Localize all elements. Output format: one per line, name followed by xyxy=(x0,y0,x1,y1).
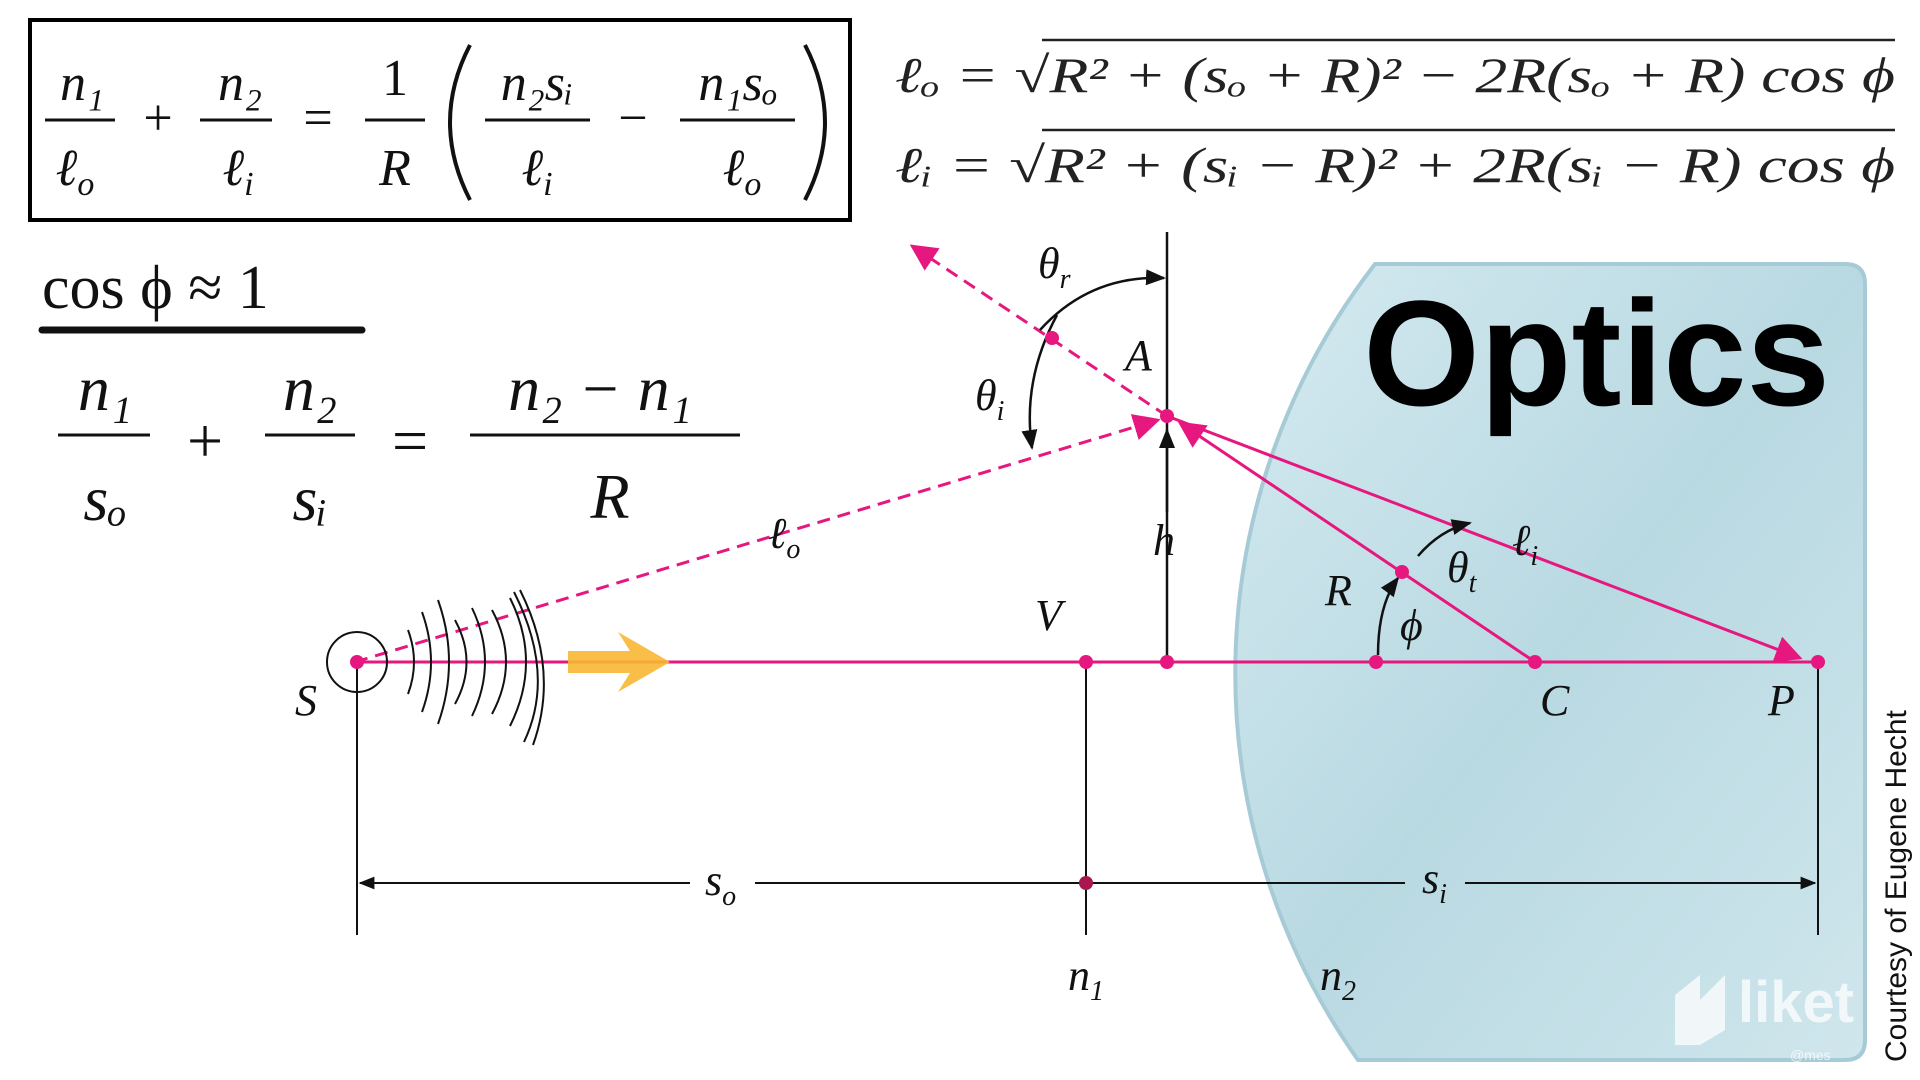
p-plus: + xyxy=(187,405,223,476)
frac2-den: ℓ xyxy=(222,140,244,197)
point-phi xyxy=(1369,655,1383,669)
svg-text:ℓo: ℓo xyxy=(56,140,95,203)
p-frac1-num: n₁ xyxy=(78,353,132,424)
theta-r-arc xyxy=(1039,269,1166,331)
point-P xyxy=(1811,655,1825,669)
theta-t-arc xyxy=(1417,519,1472,557)
boxed-formula: n₁ ℓo + n₂ ℓi = 1 R n₂sᵢ ℓi − n₁sₒ ℓo xyxy=(45,44,827,203)
label-R: R xyxy=(1324,566,1352,615)
label-V: V xyxy=(1035,591,1067,640)
label-lo: ℓ xyxy=(768,509,787,558)
label-si: s xyxy=(1422,854,1439,903)
label-theta-t: θ xyxy=(1447,543,1469,592)
svg-text:so: so xyxy=(705,856,736,912)
cos-approx: cos ϕ ≈ 1 xyxy=(42,254,269,322)
label-A: A xyxy=(1122,331,1153,380)
watermark-handle: @mes xyxy=(1790,1047,1831,1063)
p-frac3-num: n₂ − n₁ xyxy=(508,353,692,424)
label-so: s xyxy=(705,856,722,905)
equals-sign: = xyxy=(303,90,332,147)
watermark-text: liket xyxy=(1738,970,1854,1035)
svg-text:θt: θt xyxy=(1447,543,1478,599)
p-equals: = xyxy=(392,405,428,476)
slide-title: Optics xyxy=(1363,269,1830,437)
watermark-logo-icon xyxy=(1675,975,1725,1045)
label-li: ℓ xyxy=(1512,516,1531,565)
frac2-num: n₂ xyxy=(218,55,262,112)
frac4-den: ℓ xyxy=(521,140,543,197)
boxed-formula-frame xyxy=(28,18,852,222)
frac1-den: ℓ xyxy=(56,140,78,197)
lo-equation: ℓₒ = √R² + (sₒ + R)² − 2R(sₒ + R) cos ϕ xyxy=(895,47,1895,103)
label-C: C xyxy=(1540,676,1570,725)
point-radius xyxy=(1395,565,1409,579)
svg-text:ℓi: ℓi xyxy=(521,140,552,203)
radius-line xyxy=(1177,421,1536,664)
p-frac2-num: n₂ xyxy=(283,353,337,424)
svg-text:si: si xyxy=(1422,854,1447,910)
svg-text:ℓi: ℓi xyxy=(1512,516,1538,572)
point-foot xyxy=(1160,655,1174,669)
label-P: P xyxy=(1767,676,1795,725)
svg-text:ℓo: ℓo xyxy=(768,509,800,565)
svg-text:θr: θr xyxy=(1038,239,1071,295)
p-frac1-den: sₒ xyxy=(83,463,126,534)
frac3-num: 1 xyxy=(382,50,408,107)
frac3-den: R xyxy=(378,140,411,197)
theta-i-arc xyxy=(1021,314,1059,450)
paraxial-formula: n₁ sₒ + n₂ sᵢ = n₂ − n₁ R xyxy=(58,353,740,534)
reflected-ray xyxy=(909,244,1168,418)
phi-arc xyxy=(1376,576,1400,656)
minus-sign: − xyxy=(618,90,647,147)
svg-text:ℓo: ℓo xyxy=(723,140,762,203)
point-C xyxy=(1528,655,1542,669)
frac1-num: n₁ xyxy=(60,55,104,112)
svg-text:ℓi: ℓi xyxy=(222,140,253,203)
svg-text:n1: n1 xyxy=(1068,951,1104,1007)
label-theta-r: θ xyxy=(1038,239,1060,288)
frac4-num: n₂sᵢ xyxy=(501,55,574,112)
p-frac2-den: sᵢ xyxy=(292,463,327,534)
label-h: h xyxy=(1153,516,1175,565)
label-n1: n xyxy=(1068,951,1090,1000)
point-V xyxy=(1079,655,1093,669)
svg-text:n2: n2 xyxy=(1320,951,1356,1007)
svg-text:θi: θi xyxy=(975,371,1004,427)
point-A xyxy=(1160,409,1174,423)
ray-diagram xyxy=(326,232,1825,935)
point-reflect xyxy=(1045,331,1059,345)
label-S: S xyxy=(295,676,317,725)
propagation-arrow xyxy=(568,632,670,692)
refracted-ray xyxy=(1166,414,1803,662)
plus-sign: + xyxy=(143,90,172,147)
label-phi: ϕ xyxy=(1400,601,1423,650)
point-axis-mark xyxy=(1079,876,1093,890)
frac5-num: n₁sₒ xyxy=(698,55,777,112)
point-S xyxy=(350,655,364,669)
label-theta-i: θ xyxy=(975,371,997,420)
frac5-den: ℓ xyxy=(723,140,745,197)
credit-text: Courtesy of Eugene Hecht xyxy=(1880,709,1913,1062)
watermark: liket @mes xyxy=(1675,970,1854,1063)
p-frac3-den: R xyxy=(589,461,629,532)
li-equation: ℓᵢ = √R² + (sᵢ − R)² + 2R(sᵢ − R) cos ϕ xyxy=(895,137,1895,193)
incident-ray xyxy=(354,414,1161,664)
label-n2: n xyxy=(1320,951,1342,1000)
